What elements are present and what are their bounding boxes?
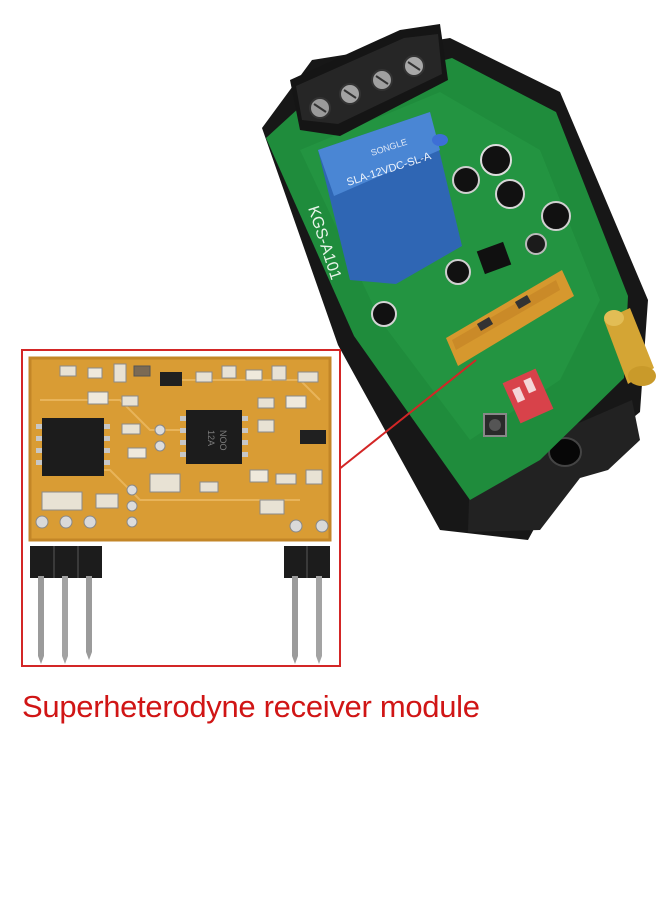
header-pins-left bbox=[30, 546, 102, 664]
chip-left bbox=[36, 418, 110, 476]
pin-pads bbox=[35, 515, 329, 533]
antenna-connector bbox=[604, 308, 656, 386]
receiver-module-closeup: 12A NOO bbox=[28, 356, 332, 664]
capacitors bbox=[371, 134, 571, 327]
chip-marking-text: 12A bbox=[206, 430, 216, 446]
mounting-hole bbox=[548, 437, 582, 467]
relay-board-assembly: SONGLE SLA-12VDC-SL-A KGS-A101 bbox=[262, 24, 656, 540]
chip-marking-text-2: NOO bbox=[218, 430, 228, 451]
dip-switch bbox=[502, 368, 554, 424]
mounted-receiver-module bbox=[446, 270, 574, 366]
callout-line bbox=[337, 359, 477, 471]
small-ic bbox=[476, 241, 512, 275]
relay: SONGLE SLA-12VDC-SL-A bbox=[318, 112, 462, 284]
mounting-ear bbox=[468, 400, 640, 532]
smd-components bbox=[41, 363, 326, 528]
header-pins-right bbox=[284, 546, 330, 664]
caption-text: Superheterodyne receiver module bbox=[22, 689, 480, 724]
chip-right: 12A NOO bbox=[180, 410, 248, 464]
screw-terminal-block bbox=[290, 24, 448, 136]
